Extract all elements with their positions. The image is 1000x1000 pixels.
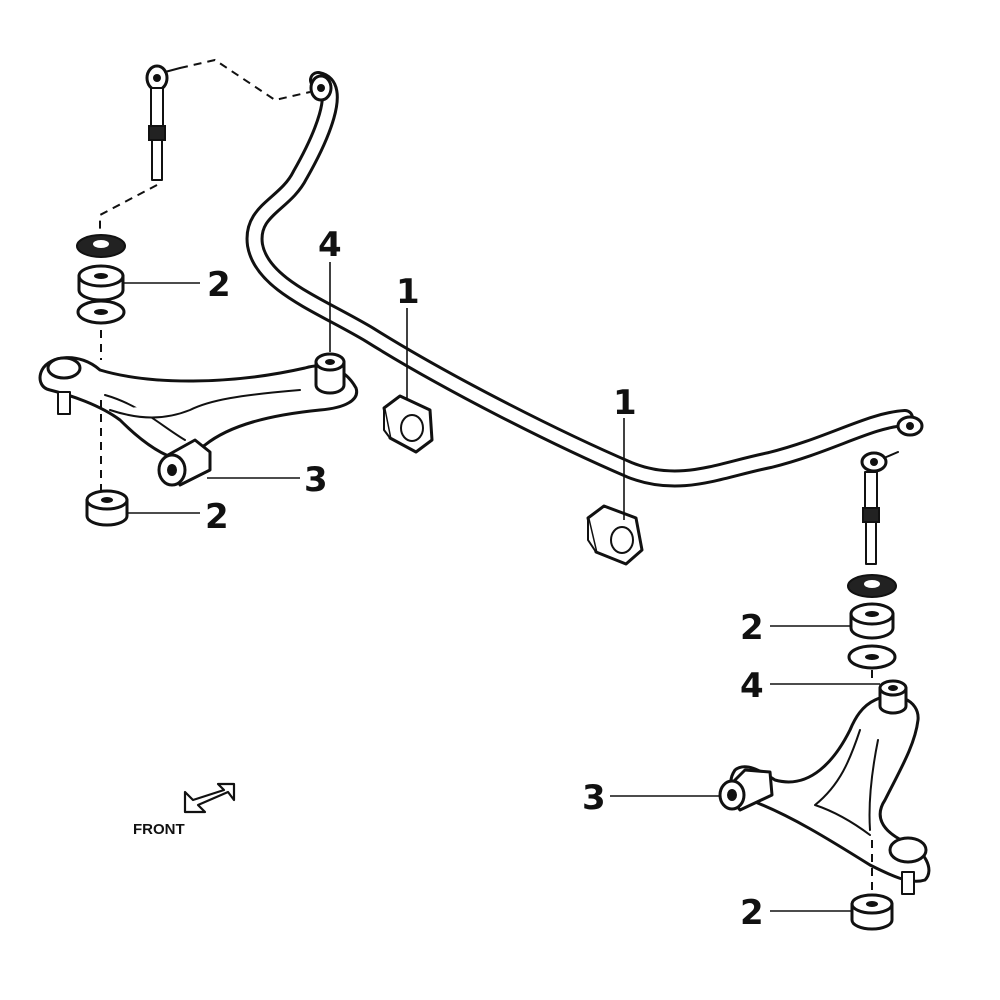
callout-2-right-upper: 2 <box>740 608 764 648</box>
right-lower-bushing <box>850 893 894 931</box>
stabilizer-bushing-right <box>586 504 644 566</box>
link-rod-right <box>860 451 899 565</box>
callout-3-left: 3 <box>304 460 328 500</box>
control-arm-left <box>38 352 359 487</box>
left-bushing-stack <box>76 234 126 325</box>
callout-2-left-upper: 2 <box>207 265 231 305</box>
right-bushing-stack <box>847 574 897 670</box>
stabilizer-bar <box>245 71 924 488</box>
control-arm-right <box>718 679 931 895</box>
callout-1-right: 1 <box>613 383 637 423</box>
callout-2-left-lower: 2 <box>205 497 229 537</box>
leader-lines <box>123 262 880 912</box>
stabilizer-bushing-left <box>382 394 434 454</box>
link-rod-left <box>145 64 181 181</box>
front-label: FRONT <box>133 821 185 838</box>
callout-3-right: 3 <box>582 778 606 818</box>
left-lower-bushing <box>85 489 129 527</box>
callout-4-left: 4 <box>318 225 342 265</box>
callout-1-left: 1 <box>396 272 420 312</box>
callout-4-right: 4 <box>740 666 764 706</box>
front-arrow-icon <box>183 782 236 814</box>
callout-2-right-lower: 2 <box>740 893 764 933</box>
